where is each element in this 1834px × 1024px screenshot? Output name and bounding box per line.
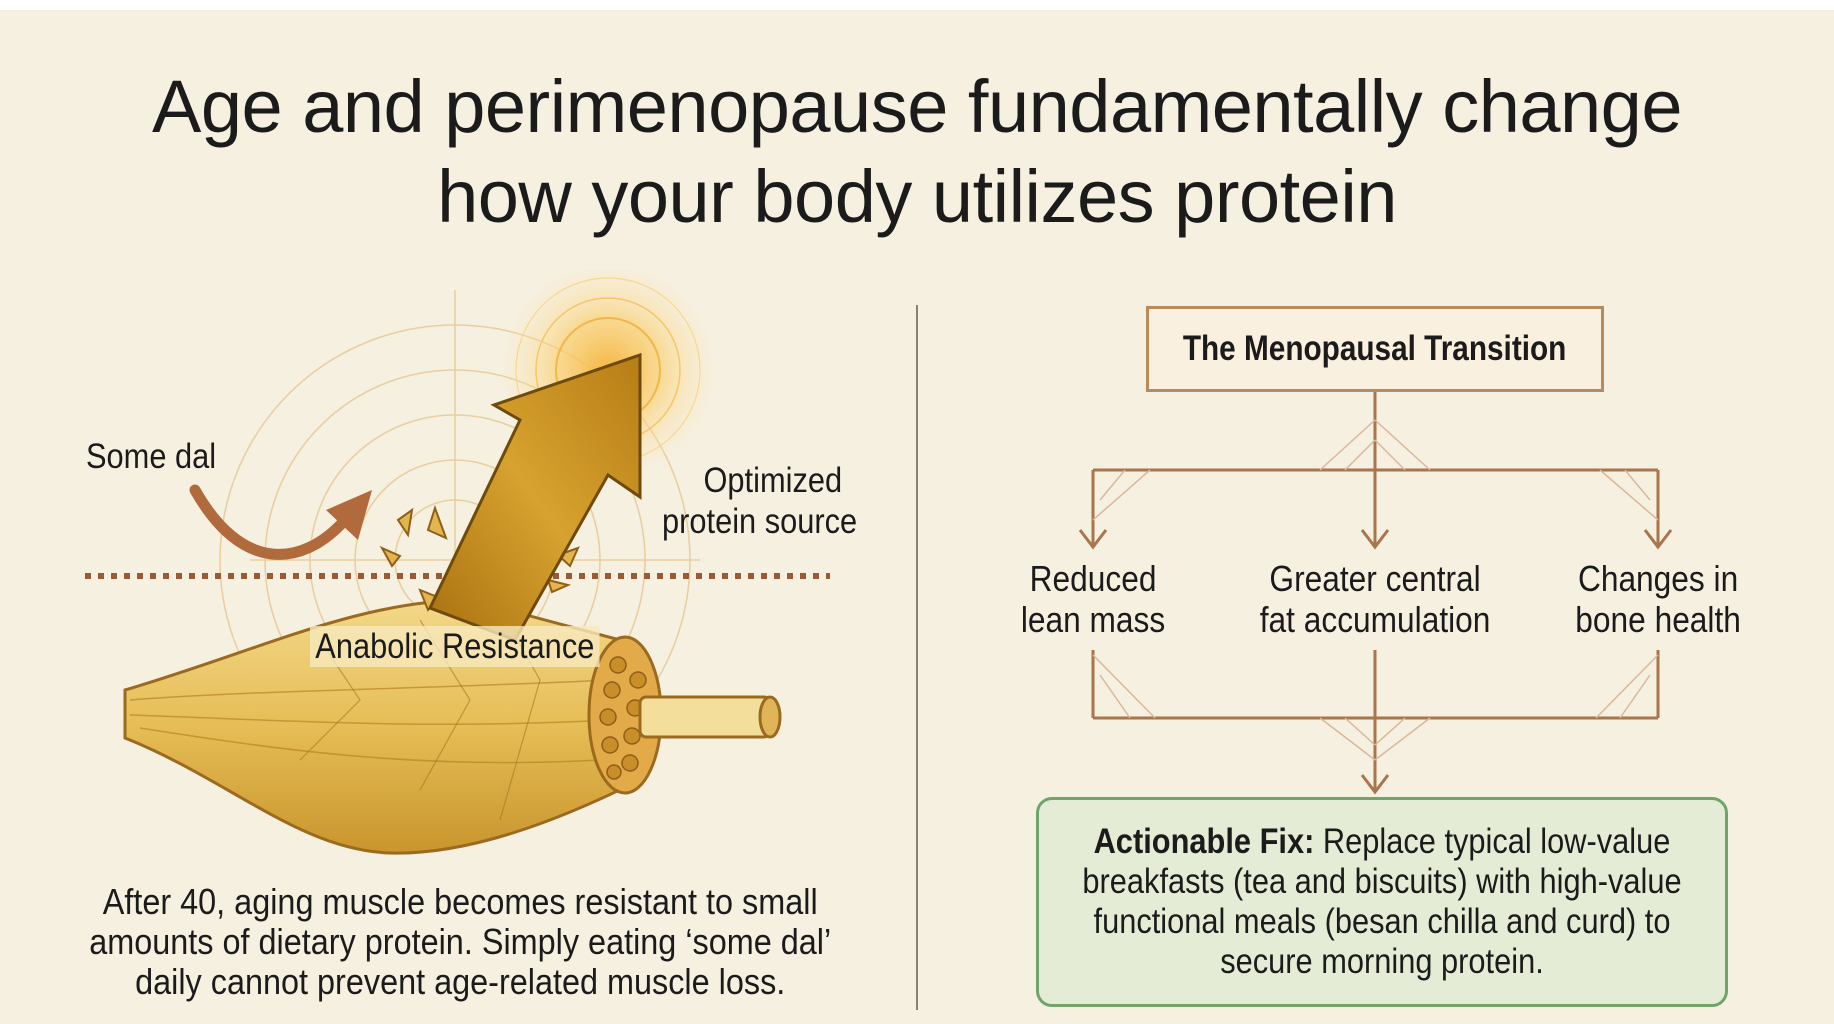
menopause-flowchart-connectors [1078, 392, 1673, 795]
optimized-protein-label: Optimized protein source [662, 460, 857, 542]
broken-shards [379, 504, 580, 612]
anabolic-resistance-illustration [85, 270, 830, 855]
optimized-label-line-2: protein source [662, 502, 858, 541]
effect-reduced-lean-mass: Reduced lean mass [983, 558, 1203, 640]
effect-1-line-1: Reduced [1029, 558, 1157, 599]
actionable-fix-text: Replace typical low-value breakfasts (te… [1082, 822, 1682, 981]
caption-line-3: daily cannot prevent age-related muscle … [134, 961, 786, 1002]
panel-divider [916, 305, 918, 1010]
title-line-1: Age and perimenopause fundamentally chan… [151, 65, 1683, 148]
anabolic-resistance-label: Anabolic Resistance [310, 626, 600, 667]
some-dal-label: Some dal [86, 437, 217, 476]
actionable-fix-label: Actionable Fix: [1093, 822, 1323, 861]
effect-2-line-2: fat accumulation [1259, 599, 1491, 640]
top-band [0, 0, 1834, 10]
effect-2-line-1: Greater central [1269, 558, 1481, 599]
some-dal-arrow [189, 484, 372, 560]
optimized-label-line-1: Optimized [703, 461, 843, 500]
effect-1-line-2: lean mass [1020, 599, 1166, 640]
caption-line-1: After 40, aging muscle becomes resistant… [102, 881, 818, 922]
effect-3-line-2: bone health [1575, 599, 1741, 640]
menopausal-transition-box: The Menopausal Transition [1146, 306, 1604, 392]
page-title: Age and perimenopause fundamentally chan… [0, 62, 1834, 242]
effect-bone-health: Changes in bone health [1548, 558, 1768, 640]
actionable-fix-box: Actionable Fix: Replace typical low-valu… [1036, 797, 1728, 1007]
menopausal-transition-title: The Menopausal Transition [1183, 329, 1567, 368]
left-caption: After 40, aging muscle becomes resistant… [40, 882, 880, 1002]
effect-3-line-1: Changes in [1577, 558, 1739, 599]
optimized-protein-arrow [427, 352, 642, 642]
effect-central-fat: Greater central fat accumulation [1225, 558, 1525, 640]
caption-line-2: amounts of dietary protein. Simply eatin… [89, 921, 831, 962]
title-line-2: how your body utilizes protein [437, 155, 1397, 238]
